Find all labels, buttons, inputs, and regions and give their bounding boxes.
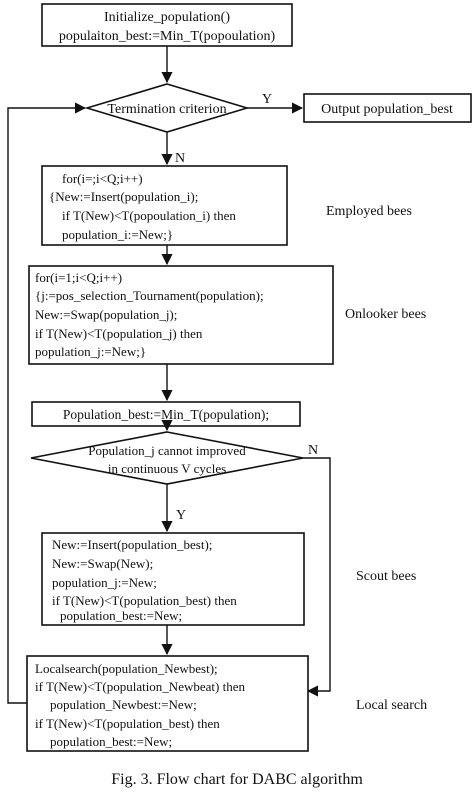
label-y-top: Y: [262, 92, 272, 107]
scout-line-5: population_best:=New;: [60, 608, 182, 623]
figure-caption: Fig. 3. Flow chart for DABC algorithm: [111, 771, 363, 788]
output-text: Output population_best: [321, 102, 453, 117]
onlooker-line-4: if T(New)<T(population_j) then: [35, 326, 203, 341]
employed-line-2: {New:=Insert(population_i);: [49, 189, 198, 204]
best-box: Population_best:=Min_T(population);: [31, 401, 301, 427]
init-line-1: Initialize_population(): [104, 10, 230, 25]
scout-line-2: New:=Swap(New);: [52, 556, 153, 571]
local-line-2: if T(New)<T(population_Newbeat) then: [35, 679, 245, 694]
init-box: Initialize_population() populaiton_best:…: [41, 3, 293, 47]
scout-line-1: New:=Insert(population_best);: [52, 537, 212, 552]
employed-line-4: population_i:=New;}: [62, 227, 173, 242]
scout-line-3: population_j:=New;: [52, 575, 157, 590]
init-line-2: populaiton_best:=Min_T(popoulation): [59, 29, 276, 44]
local-line-4: if T(New)<T(population_best) then: [35, 716, 220, 731]
scout-line-4: if T(New)<T(population_best) then: [52, 593, 237, 608]
improve-line-1: Population_j cannot improved: [88, 443, 246, 458]
onlooker-line-2: {j:=pos_selection_Tournament(population)…: [35, 288, 264, 303]
onlooker-line-3: New:=Swap(population_j);: [35, 307, 177, 322]
local-line-3: population_Newbest:=New;: [50, 697, 197, 712]
onlooker-line-1: for(i=1;i<Q;i++): [35, 270, 122, 285]
termination-text: Termination criterion: [107, 102, 226, 117]
employed-line-1: for(i=;i<Q;i++): [62, 171, 143, 186]
best-text: Population_best:=Min_T(population);: [63, 407, 269, 422]
improvement-diamond: Population_j cannot improved in continuo…: [30, 431, 304, 485]
label-n-mid: N: [308, 443, 318, 458]
onlooker-label: Onlooker bees: [345, 307, 426, 322]
employed-label: Employed bees: [326, 204, 412, 219]
scout-box: New:=Insert(population_best); New:=Swap(…: [41, 532, 305, 626]
local-label: Local search: [356, 698, 427, 713]
arrow-loop-back: [7, 102, 87, 704]
local-line-5: population_best:=New;: [50, 734, 172, 749]
local-line-1: Localsearch(population_Newbest);: [35, 661, 218, 676]
label-y-mid: Y: [176, 508, 186, 523]
termination-diamond: Termination criterion: [84, 83, 250, 133]
arrow-improve-n-branch: [303, 457, 331, 697]
onlooker-box: for(i=1;i<Q;i++) {j:=pos_selection_Tourn…: [28, 265, 334, 365]
local-search-box: Localsearch(population_Newbest); if T(Ne…: [26, 655, 309, 752]
employed-line-3: if T(New)<T(popoulation_i) then: [62, 208, 236, 223]
onlooker-line-5: population_j:=New;}: [35, 344, 146, 359]
employed-box: for(i=;i<Q;i++) {New:=Insert(population_…: [41, 165, 288, 246]
label-n-top: N: [175, 151, 185, 166]
scout-label: Scout bees: [356, 569, 416, 584]
improve-line-2: in continuous V cycles: [108, 461, 226, 476]
output-box: Output population_best: [303, 93, 472, 123]
